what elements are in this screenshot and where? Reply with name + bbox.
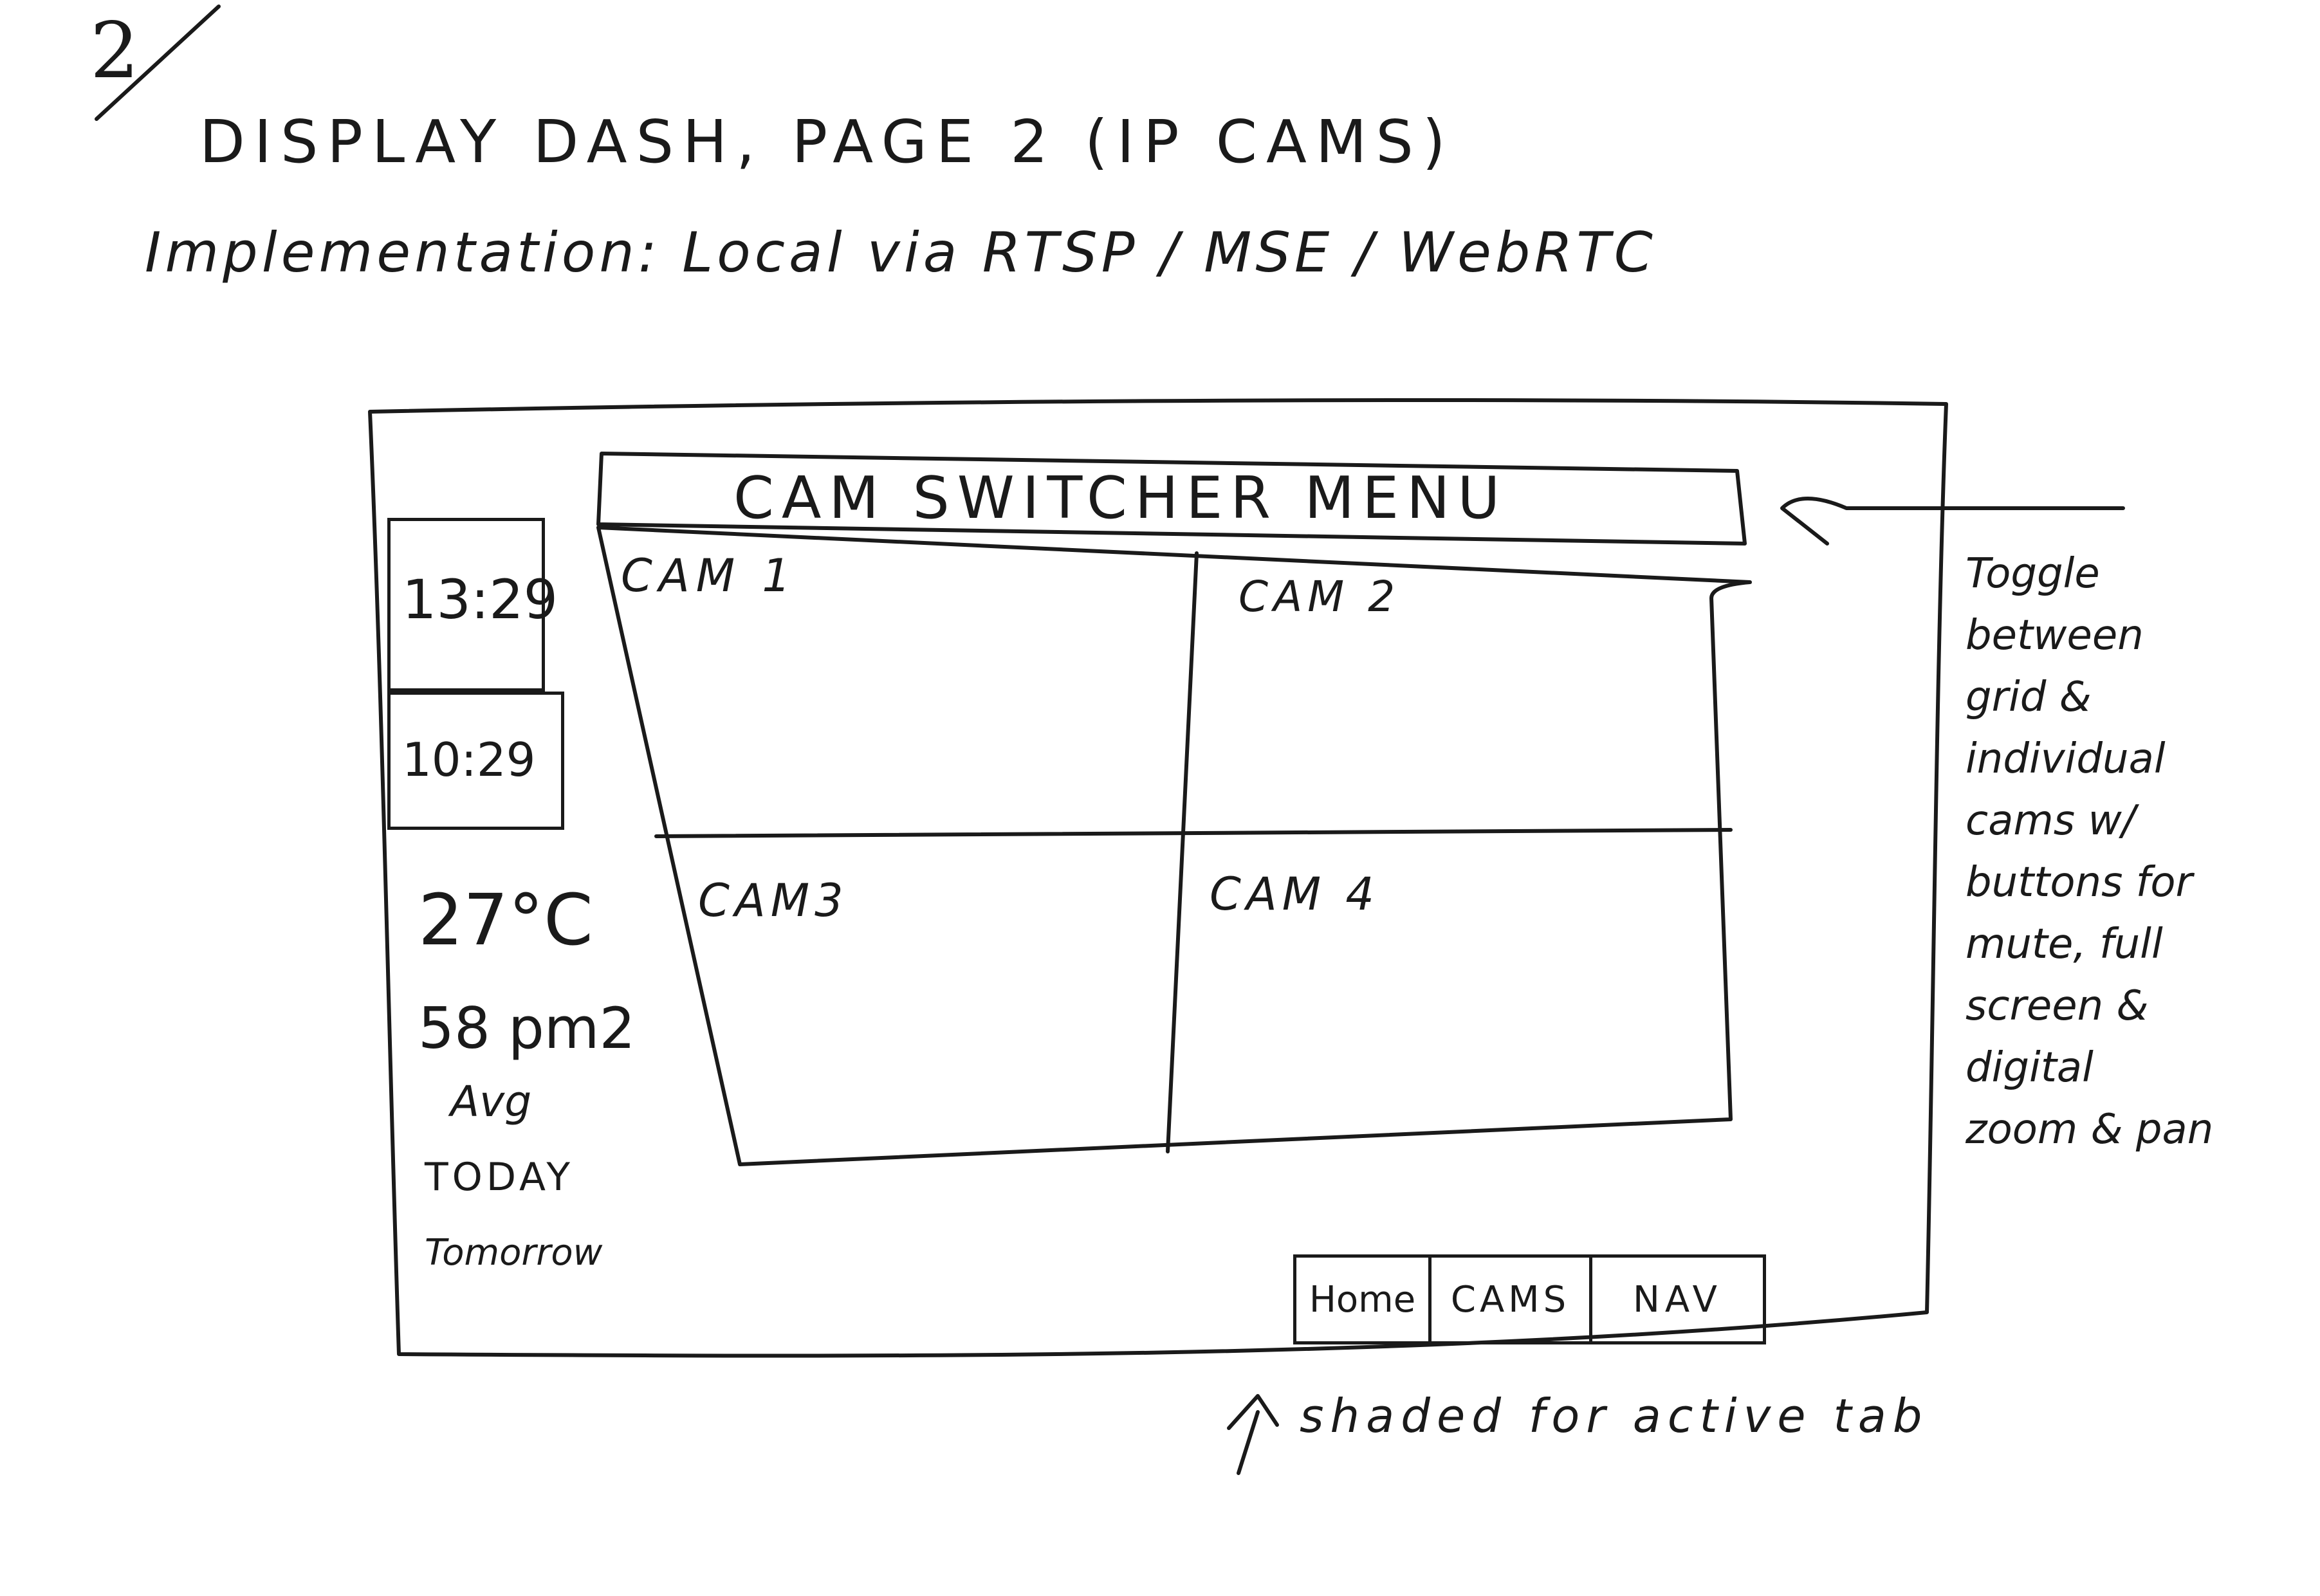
- aqi-value: 58 pm2: [418, 995, 636, 1061]
- cam-tile-2[interactable]: CAM 2: [1238, 572, 1401, 621]
- toggle-note: Toggle between grid & individual cams w/…: [1966, 553, 2287, 1150]
- cam-tile-4[interactable]: CAM 4: [1210, 868, 1379, 921]
- clock-secondary-card: 10:29: [387, 692, 564, 830]
- cam-tile-1[interactable]: CAM 1: [621, 549, 797, 602]
- page-number: 2: [90, 6, 140, 96]
- toggle-note-line: digital: [1966, 1044, 2094, 1092]
- page-title: DISPLAY DASH, PAGE 2 (IP CAMS): [199, 107, 1455, 176]
- cam-tile-3[interactable]: CAM3: [698, 874, 849, 927]
- temperature-value: 27°C: [418, 879, 593, 961]
- clock-secondary: 10:29: [402, 733, 536, 787]
- clock-primary: 13:29: [402, 568, 558, 631]
- forecast-today: TODAY: [425, 1155, 575, 1200]
- cam-switcher-menu[interactable]: CAM SWITCHER MENU: [733, 464, 1508, 532]
- tab-nav[interactable]: NAV: [1592, 1258, 1763, 1341]
- toggle-note-line: between: [1966, 612, 2144, 659]
- tab-cams[interactable]: CAMS: [1432, 1258, 1592, 1341]
- toggle-note-line: cams w/: [1966, 797, 2136, 845]
- tab-cams-label: CAMS: [1450, 1278, 1570, 1321]
- forecast-tomorrow: Tomorrow: [425, 1232, 603, 1274]
- implementation-note: Implementation: Local via RTSP / MSE / W…: [145, 221, 1657, 285]
- toggle-note-line: zoom & pan: [1966, 1106, 2214, 1153]
- toggle-note-line: Toggle: [1966, 550, 2100, 598]
- tab-bar: Home CAMS NAV: [1293, 1254, 1766, 1344]
- tab-shading-note: shaded for active tab: [1300, 1389, 1929, 1443]
- toggle-note-line: grid &: [1966, 674, 2092, 721]
- aqi-period: Avg: [450, 1077, 532, 1126]
- toggle-note-line: screen &: [1966, 982, 2149, 1030]
- tab-home[interactable]: Home: [1296, 1258, 1432, 1341]
- tab-home-label: Home: [1309, 1278, 1416, 1321]
- clock-primary-card: 13:29: [387, 518, 558, 692]
- toggle-note-line: mute, full: [1966, 921, 2163, 968]
- toggle-note-line: individual: [1966, 735, 2166, 783]
- tab-nav-label: NAV: [1633, 1278, 1722, 1321]
- toggle-note-line: buttons for: [1966, 859, 2193, 906]
